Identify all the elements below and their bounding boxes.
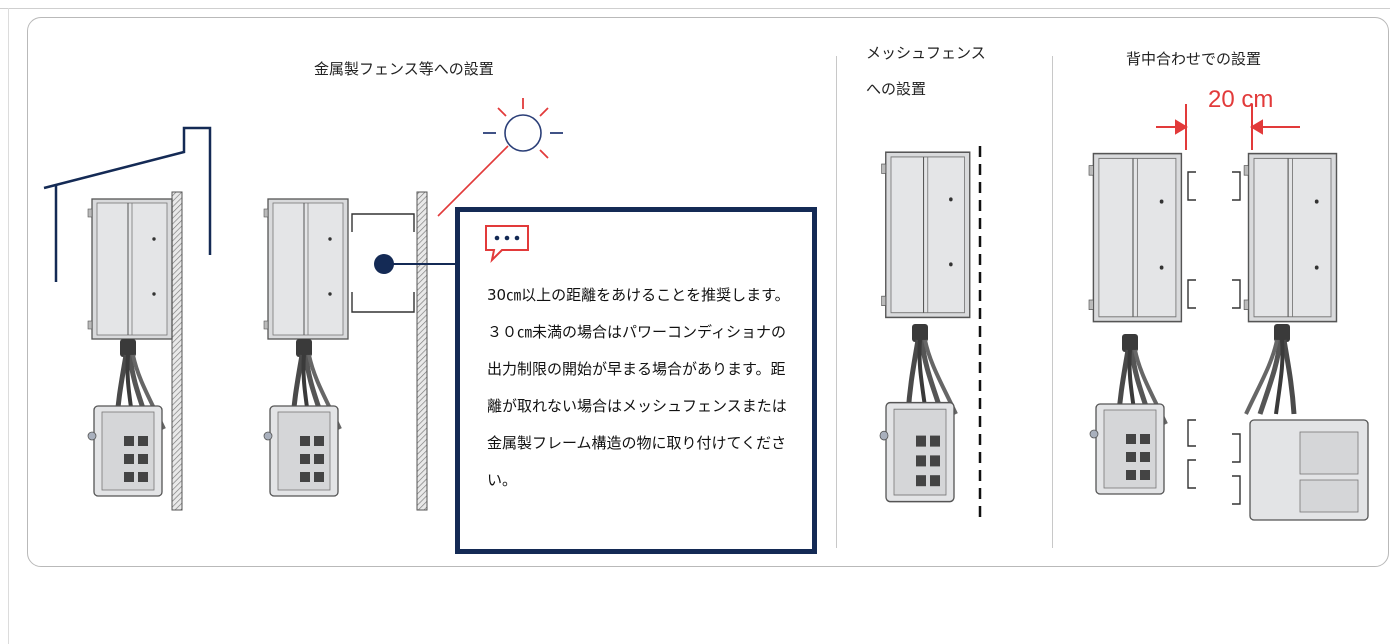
- left-border-line: [8, 8, 9, 644]
- section-divider-2: [1052, 56, 1053, 548]
- callout-note-text: 30㎝以上の距離をあけることを推奨します。３０㎝未満の場合はパワーコンディショナ…: [487, 286, 790, 489]
- inverter-unit-right: [1243, 152, 1338, 323]
- metal-fence-2: [416, 191, 428, 511]
- mesh-fence-title-line2: への設置: [866, 80, 927, 98]
- callout-pointer: [374, 254, 456, 274]
- inverter-unit-mesh: [880, 151, 971, 319]
- gap-brackets-1: [351, 213, 415, 313]
- junction-box-mesh: [879, 401, 955, 503]
- inverter-unit-left: [1088, 152, 1183, 323]
- top-border-line: [0, 8, 1390, 9]
- callout-note-box: 30㎝以上の距離をあけることを推奨します。３０㎝未満の場合はパワーコンディショナ…: [455, 207, 817, 554]
- metal-fence-title: 金属製フェンス等への設置: [314, 60, 494, 78]
- house-eave-outline: [43, 126, 212, 282]
- inverter-unit-2: [263, 198, 349, 340]
- back-gap-brackets: [1187, 171, 1241, 505]
- inverter-unit-1: [87, 198, 173, 340]
- gap-arrows: [1156, 104, 1300, 150]
- section-divider-1: [836, 56, 837, 548]
- mesh-fence-title-line1: メッシュフェンス: [866, 44, 986, 62]
- speech-bubble-icon: [485, 225, 529, 264]
- junction-box-left: [1089, 403, 1165, 495]
- junction-box-1: [87, 405, 163, 497]
- cable-bundle-right: [1246, 324, 1294, 414]
- cable-bundle-mesh: [908, 324, 956, 414]
- sun-icon: [437, 98, 563, 217]
- metal-fence-1: [171, 191, 183, 511]
- junction-box-2: [263, 405, 339, 497]
- back-to-back-title: 背中合わせでの設置: [1126, 50, 1262, 68]
- junction-box-right-rotated: [1249, 419, 1369, 521]
- gap-distance-label: 20 cm: [1208, 86, 1274, 113]
